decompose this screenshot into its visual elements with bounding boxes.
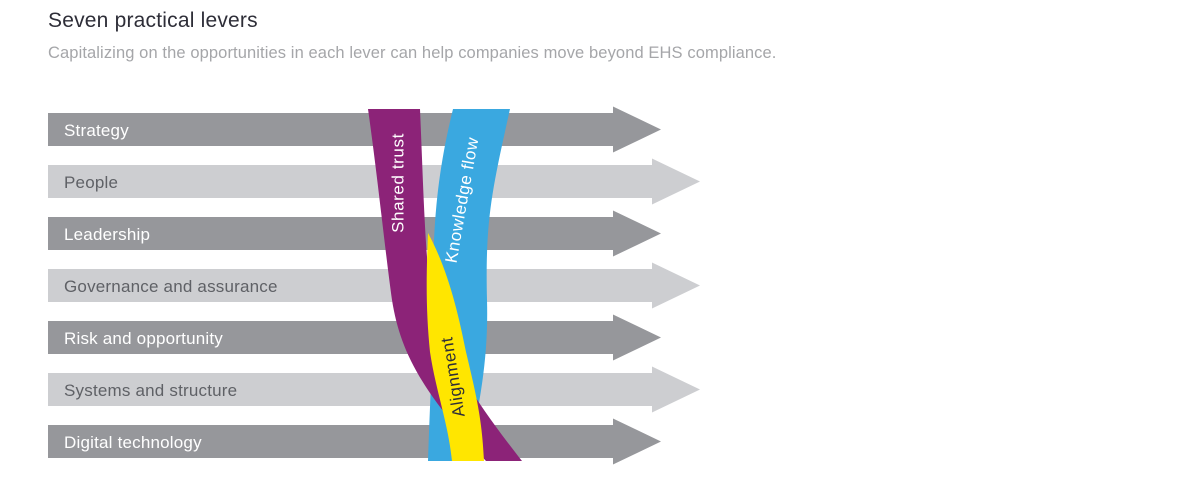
page-title: Seven practical levers [48,9,258,32]
lever-arrow-people [48,158,700,205]
lever-arrow-risk [48,314,661,361]
lever-label-people: People [64,173,118,192]
ribbon-label-shared-trust: Shared trust [389,133,408,233]
lever-label-governance: Governance and assurance [64,277,278,296]
header: Seven practical levers Capitalizing on t… [48,8,1148,63]
lever-arrow-strategy [48,106,661,153]
lever-arrow-leadership [48,210,661,257]
ribbon-alignment [426,233,484,461]
ribbons: Shared trust Knowledge flow Alignment [368,109,522,461]
lever-label-leadership: Leadership [64,225,150,244]
lever-label-risk: Risk and opportunity [64,329,223,348]
lever-label-strategy: Strategy [64,121,129,140]
lever-label-digital: Digital technology [64,433,202,452]
lever-arrows: Strategy People Leadership Governance an… [48,106,700,465]
page-subtitle: Capitalizing on the opportunities in eac… [48,44,777,63]
lever-label-systems: Systems and structure [64,381,237,400]
lever-arrow-systems [48,366,700,413]
lever-arrow-governance [48,262,700,309]
ribbon-shared-trust [368,109,522,461]
